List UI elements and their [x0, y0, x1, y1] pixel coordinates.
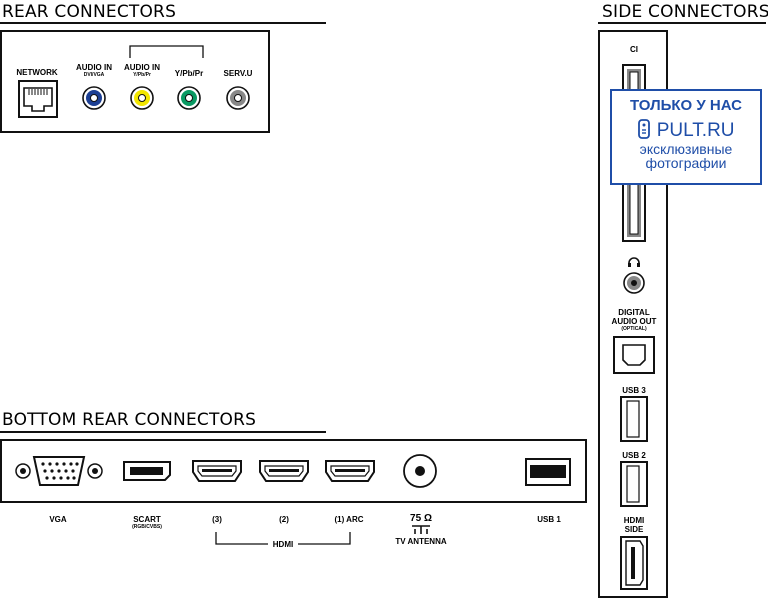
badge-line-1: эксклюзивные: [639, 141, 733, 157]
side-connectors-heading: SIDE CONNECTORS: [602, 2, 768, 22]
rear-heading-rule: [0, 22, 326, 24]
tv-antenna-label: TV ANTENNA: [395, 537, 447, 546]
badge-brand-text: PULT.RU: [656, 120, 735, 141]
badge-line-2: фотографии: [645, 155, 727, 171]
headphones-icon: [628, 257, 640, 267]
usb-3-port-icon: [620, 396, 648, 442]
vga-port-icon: [15, 456, 103, 486]
digital-audio-sublabel: (OPTICAL): [621, 326, 647, 332]
hdmi-1-arc-port-icon: [325, 460, 375, 482]
usb-1-port-icon: [525, 458, 571, 486]
network-port-icon: [18, 80, 58, 118]
serv-u-jack-icon: [226, 86, 250, 110]
pult-ru-watermark-badge: ТОЛЬКО У НАС PULT.RU эксклюзивные фотогр…: [610, 89, 762, 185]
rear-connectors-heading: REAR CONNECTORS: [2, 2, 177, 22]
usb-1-label: USB 1: [537, 515, 561, 524]
hdmi-2-port-icon: [259, 460, 309, 482]
antenna-impedance-label: 75 Ω: [410, 513, 432, 524]
hdmi-group-bracket: [215, 532, 351, 545]
ci-slot-label: CI: [630, 45, 638, 54]
hdmi-3-port-icon: [192, 460, 242, 482]
headphone-jack-icon: [623, 272, 645, 294]
hdmi-side-label-2: SIDE: [624, 525, 644, 534]
ypbpr-label: Y/Pb/Pr: [174, 69, 204, 78]
tv-antenna-port-icon: [403, 454, 437, 488]
pult-remote-icon: [638, 119, 651, 139]
audio-in-dvi-jack-icon: [82, 86, 106, 110]
usb-2-port-icon: [620, 461, 648, 507]
scart-port-icon: [123, 461, 171, 481]
scart-sublabel: (RGB/CVBS): [132, 524, 162, 530]
vga-label: VGA: [49, 515, 67, 524]
hdmi-2-label: (2): [279, 515, 289, 524]
usb-3-label: USB 3: [622, 386, 646, 395]
hdmi-1-arc-label: (1) ARC: [334, 515, 364, 524]
network-label: NETWORK: [16, 68, 58, 77]
audio-in-dvi-sublabel: DVI/VGA: [83, 72, 105, 78]
badge-title: ТОЛЬКО У НАС: [629, 97, 742, 114]
hdmi-group-label: HDMI: [272, 540, 294, 549]
digital-audio-label-2: AUDIO OUT: [611, 317, 657, 326]
antenna-symbol-icon: [412, 525, 430, 534]
side-heading-rule: [598, 22, 766, 24]
hdmi-side-port-icon: [620, 536, 648, 590]
audio-in-dvi-label: AUDIO IN: [76, 63, 112, 72]
hdmi-3-label: (3): [212, 515, 222, 524]
audio-in-ypbpr-label: AUDIO IN: [124, 63, 160, 72]
scart-label: SCART: [133, 515, 161, 524]
hdmi-side-label-1: HDMI: [623, 516, 645, 525]
bottom-heading-rule: [0, 431, 326, 433]
audio-in-ypbpr-sublabel: Y/Pb/Pr: [133, 72, 151, 78]
digital-audio-label-1: DIGITAL: [618, 308, 650, 317]
badge-brand: PULT.RU: [612, 119, 760, 142]
ypbpr-jack-icon: [177, 86, 201, 110]
bottom-rear-connectors-heading: BOTTOM REAR CONNECTORS: [2, 410, 257, 430]
ypbpr-group-bracket: [129, 45, 204, 58]
optical-port-icon: [613, 336, 655, 374]
audio-in-ypbpr-jack-icon: [130, 86, 154, 110]
serv-u-label: SERV.U: [223, 69, 253, 78]
usb-2-label: USB 2: [622, 451, 646, 460]
